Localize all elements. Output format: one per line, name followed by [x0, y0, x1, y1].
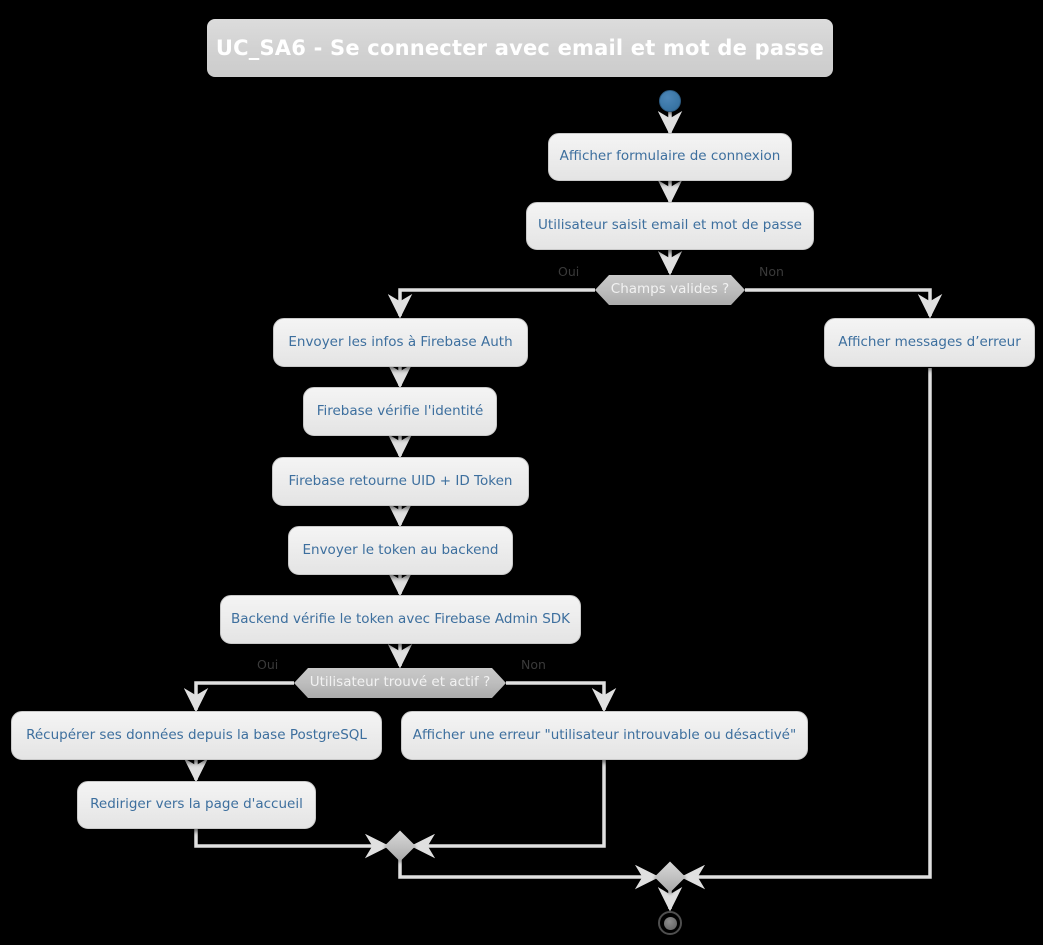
branch-label-d2-yes: Oui [257, 657, 279, 672]
merge-node-2 [654, 861, 686, 893]
activity-label: Afficher messages d’erreur [838, 333, 1021, 350]
final-node [658, 911, 682, 935]
activity-node-saisir-identifiants[interactable]: Utilisateur saisit email et mot de passe [526, 202, 814, 250]
activity-node-afficher-erreur-utilisateur-introuvable[interactable]: Afficher une erreur "utilisateur introuv… [401, 711, 808, 760]
branch-label-d1-yes: Oui [558, 264, 580, 279]
decision-node-champs-valides[interactable]: Champs valides ? [595, 275, 745, 305]
edge-a10-to-m1 [410, 760, 606, 859]
edge-d2-yes-to-a9 [183, 681, 294, 713]
decision-label: Champs valides ? [610, 281, 730, 298]
activity-node-envoyer-infos-firebase[interactable]: Envoyer les infos à Firebase Auth [273, 318, 528, 367]
activity-label: Rediriger vers la page d'accueil [90, 796, 303, 813]
merge-node-1 [384, 830, 416, 862]
activity-label: Envoyer le token au backend [302, 541, 499, 558]
edge-d1-yes-to-a3 [387, 288, 595, 319]
activity-label: Récupérer ses données depuis la base Pos… [26, 726, 367, 743]
final-node-dot [663, 916, 677, 930]
edge-a11-to-m1 [194, 829, 390, 859]
activity-node-afficher-formulaire[interactable]: Afficher formulaire de connexion [548, 133, 792, 181]
edge-m1-to-m2 [398, 858, 660, 890]
activity-label: Backend vérifie le token avec Firebase A… [230, 610, 571, 627]
branch-label-d2-no: Non [521, 657, 546, 672]
edge-d2-no-to-a10 [506, 681, 617, 713]
activity-label: Utilisateur saisit email et mot de passe [538, 217, 802, 234]
page-title: UC_SA6 - Se connecter avec email et mot … [215, 36, 825, 60]
activity-label: Envoyer les infos à Firebase Auth [288, 333, 513, 350]
diagram-title-banner: UC_SA6 - Se connecter avec email et mot … [207, 19, 833, 77]
activity-node-firebase-verifie-identite[interactable]: Firebase vérifie l'identité [303, 387, 497, 436]
activity-label: Afficher une erreur "utilisateur introuv… [412, 726, 797, 743]
activity-node-rediriger-accueil[interactable]: Rediriger vers la page d'accueil [77, 781, 316, 829]
branch-label-d1-no: Non [759, 264, 784, 279]
initial-node [659, 90, 681, 112]
activity-label: Afficher formulaire de connexion [559, 148, 781, 165]
activity-label: Firebase vérifie l'identité [316, 402, 484, 419]
activity-node-recuperer-donnees-postgresql[interactable]: Récupérer ses données depuis la base Pos… [11, 711, 382, 760]
activity-node-backend-verifie-token[interactable]: Backend vérifie le token avec Firebase A… [220, 595, 581, 644]
edge-a8-to-m2 [680, 368, 932, 890]
activity-node-firebase-retourne-uid[interactable]: Firebase retourne UID + ID Token [272, 457, 529, 506]
decision-node-utilisateur-trouve-actif[interactable]: Utilisateur trouvé et actif ? [294, 668, 506, 698]
decision-label: Utilisateur trouvé et actif ? [309, 674, 491, 691]
activity-label: Firebase retourne UID + ID Token [288, 472, 513, 489]
activity-node-afficher-messages-erreur[interactable]: Afficher messages d’erreur [824, 318, 1035, 367]
edge-d1-no-to-a8 [745, 288, 943, 319]
activity-node-envoyer-token-backend[interactable]: Envoyer le token au backend [288, 526, 513, 575]
